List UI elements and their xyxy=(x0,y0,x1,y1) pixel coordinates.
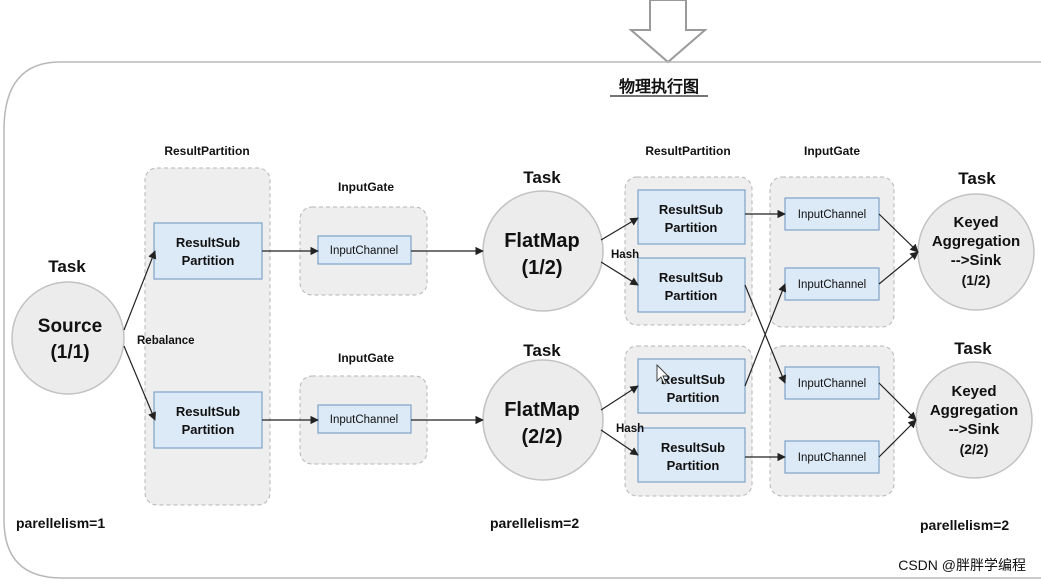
edge-fm2rsp1-sink1ic2 xyxy=(744,283,787,387)
result-sub-partition-source-2 xyxy=(153,391,263,449)
task-label-flatmap2: Task xyxy=(523,341,561,360)
sink2-task-node xyxy=(915,361,1033,479)
result-sub-partition-fm1-1-l2: Partition xyxy=(665,220,718,235)
parallelism-flatmap: parellelism=2 xyxy=(490,515,579,531)
input-channel-flatmap1 xyxy=(317,235,412,265)
edge-sink2ic1-sink2 xyxy=(878,382,917,421)
result-sub-partition-fm1-2-l1: ResultSub xyxy=(659,270,723,285)
input-channel-sink2-2-label: InputChannel xyxy=(798,452,866,464)
flatmap2-name: FlatMap xyxy=(504,399,580,421)
result-sub-partition-fm2-1-l1: ResultSub xyxy=(661,372,725,387)
sink1-line3: -->Sink xyxy=(951,252,1002,269)
edge-sink2ic2-sink2 xyxy=(878,419,917,458)
edge-fm2-rsp2 xyxy=(600,429,639,456)
edge-source-rsp1 xyxy=(123,250,157,331)
edge-sink1ic2-sink1 xyxy=(878,251,919,285)
input-channel-sink1-1 xyxy=(784,197,880,231)
input-channel-sink1-2-label: InputChannel xyxy=(798,279,866,291)
parallelism-sink: parellelism=2 xyxy=(920,517,1009,533)
edge-sink1ic1-sink1 xyxy=(878,213,919,253)
task-label-flatmap1: Task xyxy=(523,168,561,187)
input-channel-flatmap2-label: InputChannel xyxy=(330,414,398,426)
sink2-line1: Keyed xyxy=(951,383,996,400)
edge-fm1-rsp1 xyxy=(600,217,639,241)
transition-arrow xyxy=(628,0,708,64)
source-name: Source xyxy=(38,316,102,337)
page-title: 物理执行图 xyxy=(619,77,699,96)
result-sub-partition-source-1 xyxy=(153,222,263,280)
sink2-line3: -->Sink xyxy=(949,421,1000,438)
result-sub-partition-fm2-1 xyxy=(637,358,746,414)
input-gate-label-1: InputGate xyxy=(338,180,394,194)
edge-fm2-rsp1 xyxy=(600,385,639,411)
task-label-sink1: Task xyxy=(958,169,996,188)
input-channel-sink2-2 xyxy=(784,440,880,474)
result-sub-partition-fm1-1-l1: ResultSub xyxy=(659,202,723,217)
result-sub-partition-source-2-l1: ResultSub xyxy=(176,404,240,419)
sink1-line2: Aggregation xyxy=(932,233,1020,250)
sink2-line4: (2/2) xyxy=(960,441,989,457)
input-channel-flatmap1-label: InputChannel xyxy=(330,245,398,257)
result-sub-partition-fm2-1-l2: Partition xyxy=(667,390,720,405)
result-sub-partition-fm1-2 xyxy=(637,257,746,313)
input-channel-flatmap2 xyxy=(317,404,412,434)
hash-label-2: Hash xyxy=(616,423,644,435)
result-sub-partition-fm2-2 xyxy=(637,427,746,483)
result-sub-partition-source-1-l2: Partition xyxy=(182,253,235,268)
result-sub-partition-source-1-l1: ResultSub xyxy=(176,235,240,250)
result-sub-partition-source-2-l2: Partition xyxy=(182,422,235,437)
task-label-source: Task xyxy=(48,257,86,276)
edge-fm1-rsp2 xyxy=(600,261,639,286)
result-partition-label-source: ResultPartition xyxy=(164,144,249,158)
result-partition-label-flatmap: ResultPartition xyxy=(645,144,730,158)
input-channel-sink1-1-label: InputChannel xyxy=(798,209,866,221)
outer-frame xyxy=(3,61,1041,579)
parallelism-source: parellelism=1 xyxy=(16,515,105,531)
result-sub-partition-fm2-2-l2: Partition xyxy=(667,458,720,473)
input-channel-sink2-1-label: InputChannel xyxy=(798,378,866,390)
result-sub-partition-fm1-2-l2: Partition xyxy=(665,288,718,303)
rebalance-label: Rebalance xyxy=(137,335,195,347)
result-sub-partition-fm2-2-l1: ResultSub xyxy=(661,440,725,455)
sink2-line2: Aggregation xyxy=(930,402,1018,419)
sink1-line4: (1/2) xyxy=(962,272,991,288)
watermark: CSDN @胖胖学编程 xyxy=(898,557,1026,573)
sink1-line1: Keyed xyxy=(953,214,998,231)
result-sub-partition-fm1-1 xyxy=(637,189,746,245)
input-gate-label-2: InputGate xyxy=(338,351,394,365)
edge-source-rsp2 xyxy=(123,345,156,421)
input-channel-sink2-1 xyxy=(784,366,880,400)
flatmap2-index: (2/2) xyxy=(521,426,562,448)
source-index: (1/1) xyxy=(50,342,89,363)
flatmap1-index: (1/2) xyxy=(521,257,562,279)
flatmap1-name: FlatMap xyxy=(504,230,580,252)
task-label-sink2: Task xyxy=(954,339,992,358)
hash-label-1: Hash xyxy=(611,249,639,261)
input-gate-label-sink: InputGate xyxy=(804,144,860,158)
source-task-node xyxy=(11,281,125,395)
edges xyxy=(123,209,919,462)
mouse-cursor-icon xyxy=(656,363,670,385)
